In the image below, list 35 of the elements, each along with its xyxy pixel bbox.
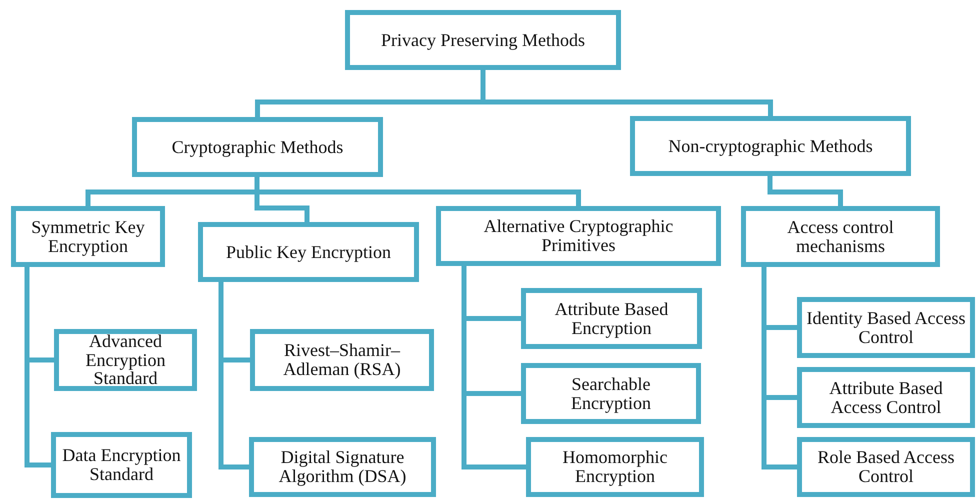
node-label: Cryptographic Methods: [172, 138, 344, 156]
process-box: [249, 437, 436, 497]
node-label: Privacy Preserving Methods: [381, 30, 585, 50]
node-label: Searchable Encryption: [570, 374, 652, 412]
process-box: [797, 437, 975, 497]
node-label: Attribute Based Access Control: [828, 378, 944, 416]
process-box: [250, 329, 434, 391]
node-label: Homomorphic Encryption: [562, 448, 668, 486]
node-label: Advanced Encryption Standard: [84, 332, 166, 388]
process-box: [526, 437, 704, 497]
node-label: Identity Based Access Control: [806, 308, 966, 346]
node-label: Non-cryptographic Methods: [668, 136, 873, 156]
process-box: [11, 206, 165, 267]
process-box: [521, 288, 702, 349]
node-label: Public Key Encryption: [226, 242, 391, 262]
process-box: [198, 222, 419, 282]
node-label: Digital Signature Algorithm (DSA): [278, 448, 408, 486]
node-label: Alternative Cryptographic Primitives: [482, 217, 674, 255]
process-box: [521, 363, 701, 424]
process-box: [797, 297, 975, 358]
node-label: Symmetric Key Encryption: [30, 218, 146, 256]
process-box: [797, 367, 975, 428]
node-label: Access control mechanisms: [786, 218, 895, 256]
connector-line: [768, 176, 843, 206]
node-label: Rivest–Shamir–Adleman (RSA): [282, 341, 402, 379]
process-box: [51, 432, 192, 498]
process-box: [345, 10, 621, 70]
process-box: [436, 206, 721, 266]
process-box: [630, 116, 911, 176]
process-box: [132, 117, 383, 177]
process-box: [741, 206, 940, 267]
process-box: [54, 329, 197, 391]
node-label: Attribute Based Encryption: [554, 300, 670, 338]
node-label: Role Based Access Control: [816, 448, 956, 486]
node-label: Data Encryption Standard: [61, 446, 182, 484]
